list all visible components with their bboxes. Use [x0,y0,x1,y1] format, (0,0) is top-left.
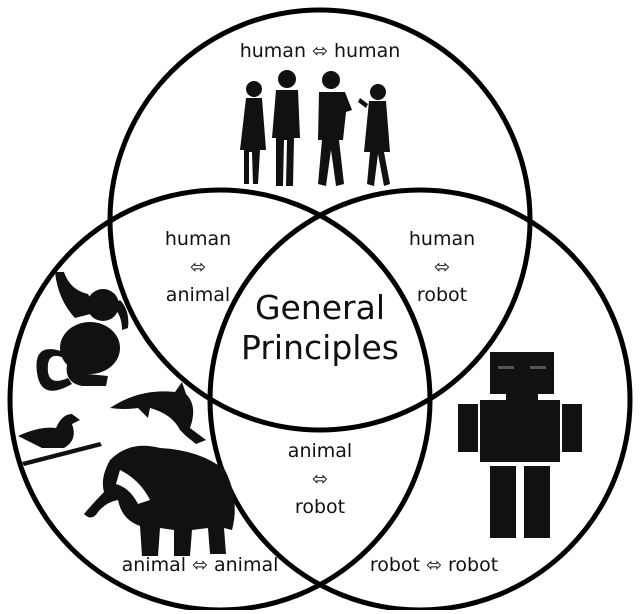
label-animal-animal: animal ⬄ animal [121,554,279,576]
label-human-human: human ⬄ human [239,40,401,62]
label-general: General [254,288,386,327]
label-human-robot-bottom: robot [416,284,468,306]
label-animal-robot-arrow: ⬄ [312,468,328,490]
elephant-icon [84,445,235,556]
label-robot-robot: robot ⬄ robot [369,554,499,576]
people-silhouettes-icon [240,70,390,186]
label-animal-robot-top: animal [287,440,353,462]
label-human-animal-bottom: animal [165,284,231,306]
dolphin-icon [110,382,206,444]
label-animal-robot: animal ⬄ robot [288,440,352,518]
label-human-robot: human ⬄ robot [409,228,475,306]
label-human-robot-top: human [408,228,476,250]
robot-icon [458,352,582,538]
label-human-robot-arrow: ⬄ [434,256,450,278]
label-human-animal-top: human [164,228,232,250]
label-general-principles: General Principles [241,288,399,368]
label-human-animal: human ⬄ animal [165,228,231,306]
monkey-icon [36,272,129,391]
label-principles: Principles [241,328,399,367]
label-human-animal-arrow: ⬄ [190,256,206,278]
label-animal-robot-bottom: robot [294,496,346,518]
bird-icon [18,414,102,466]
